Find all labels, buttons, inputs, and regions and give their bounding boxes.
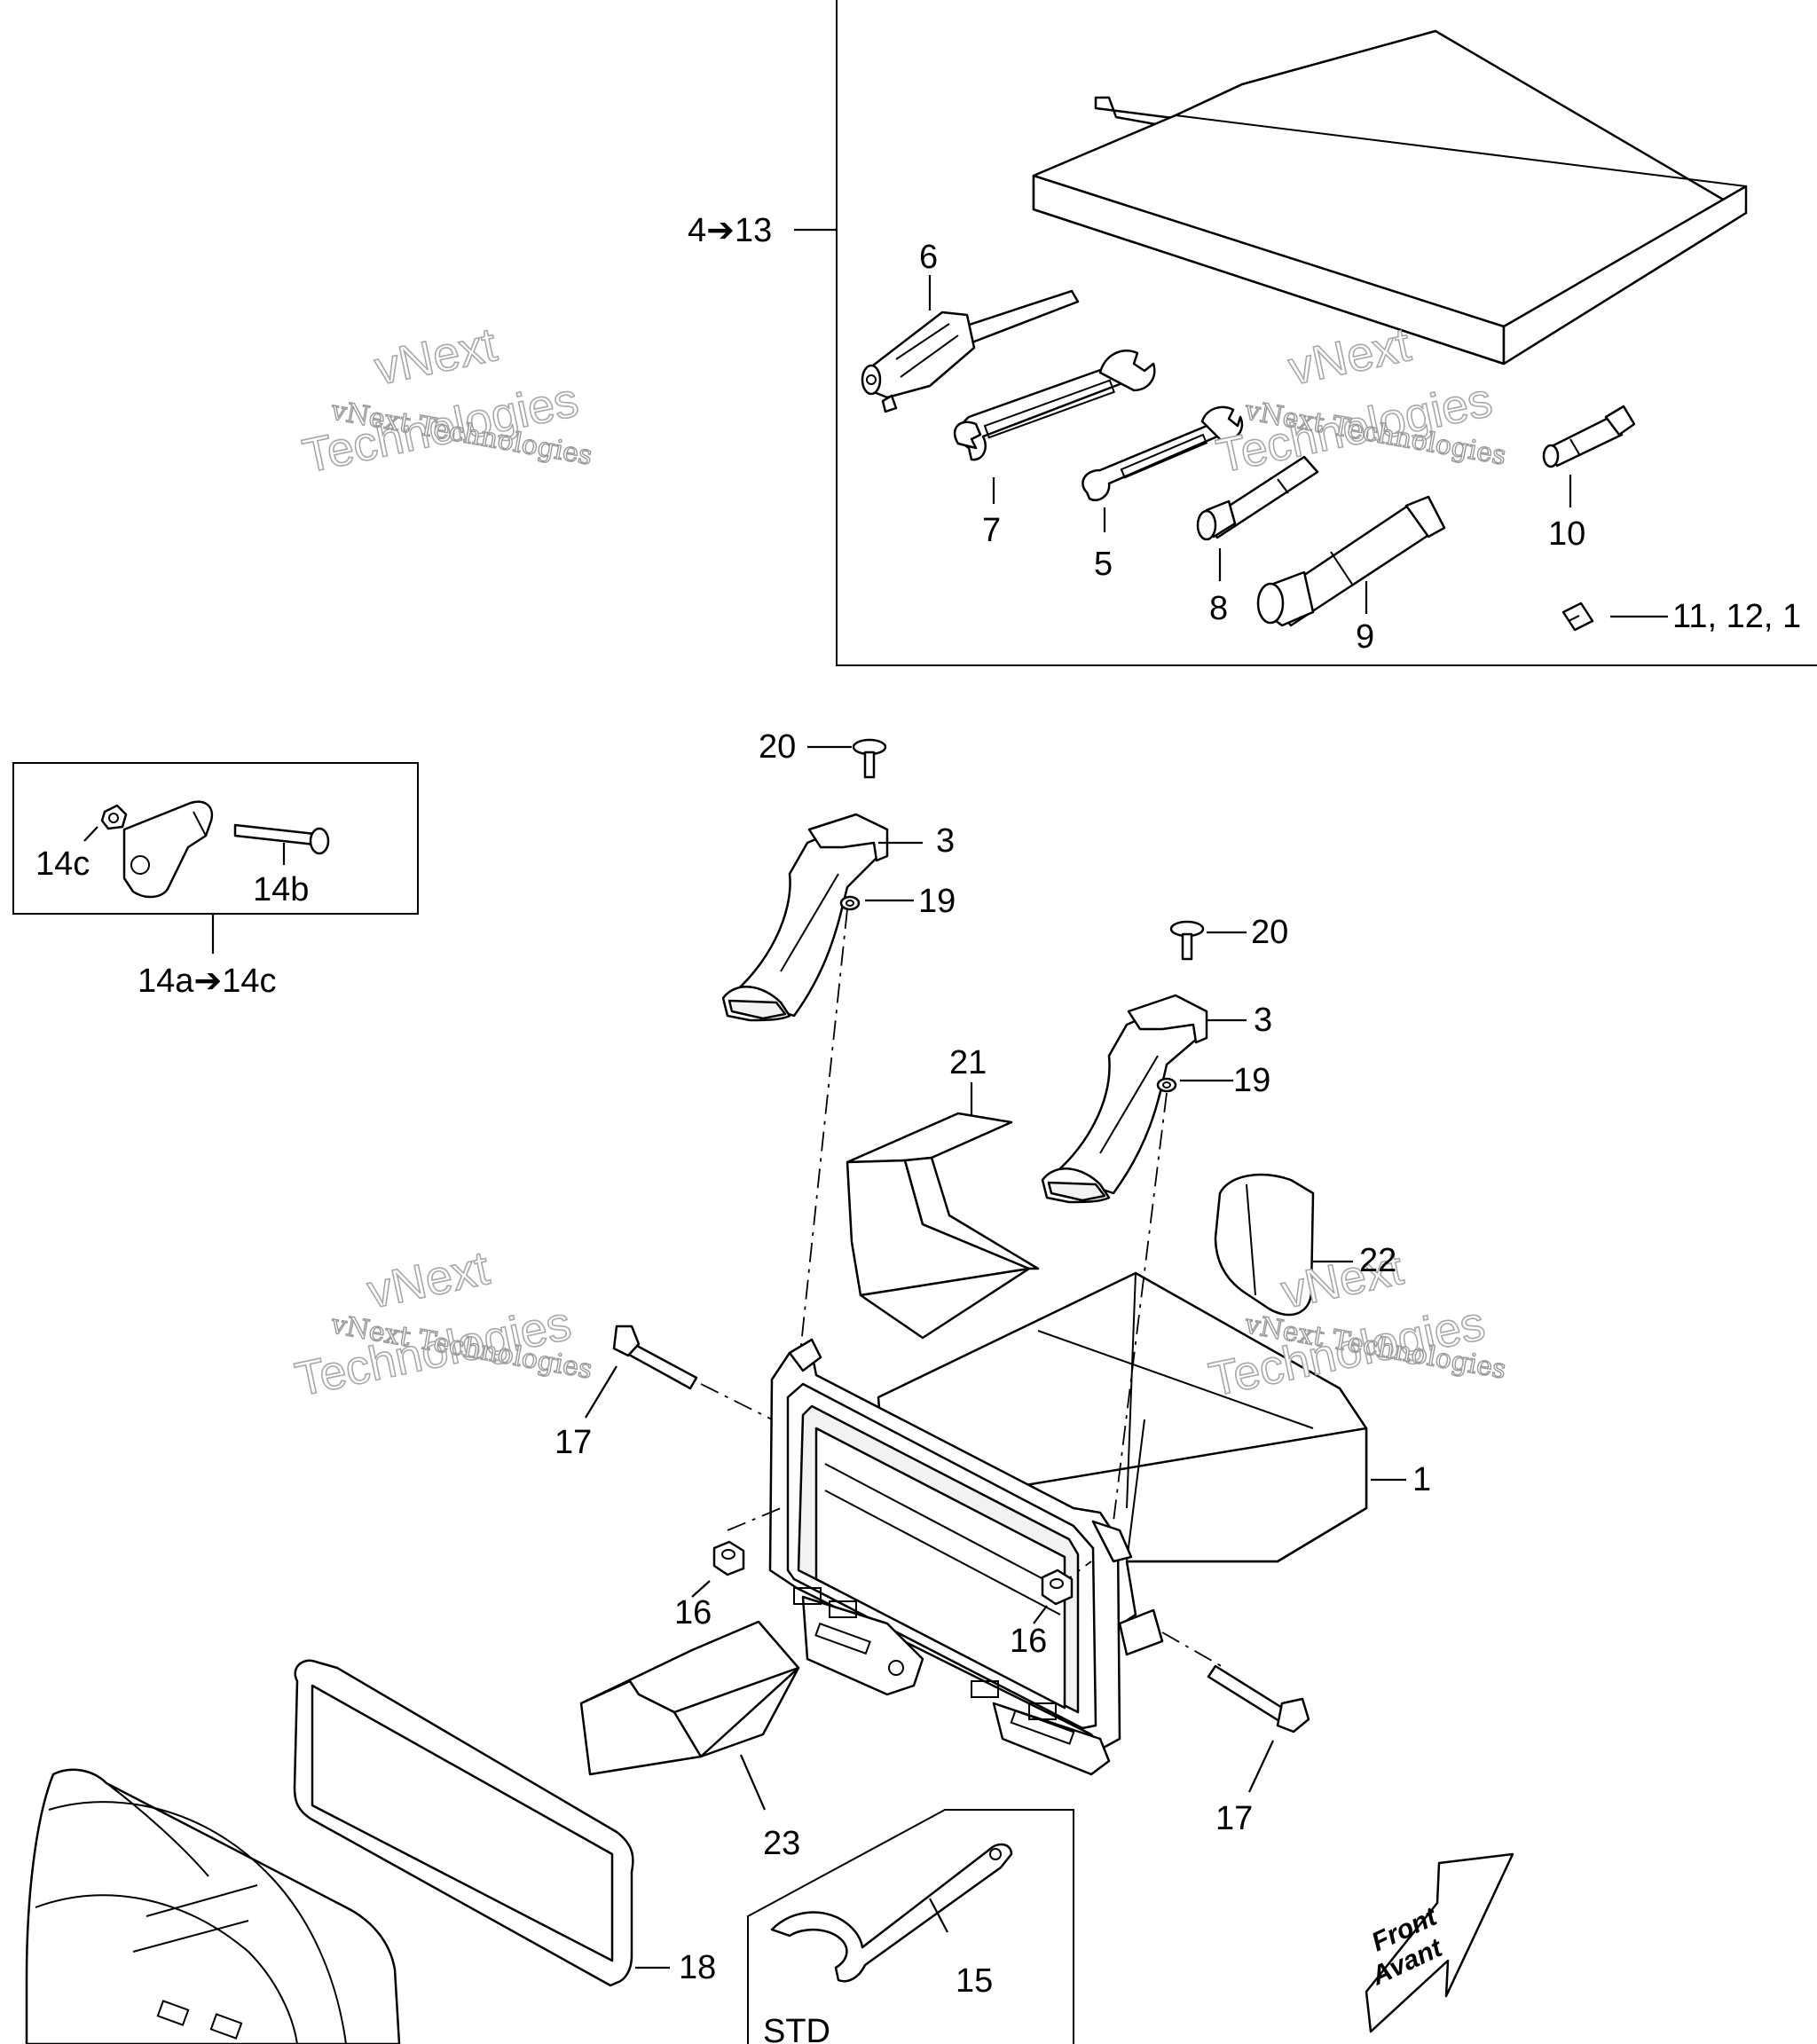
handle-right [1041,994,1208,1204]
callout-9: 9 [1356,618,1374,656]
callout-17-right: 17 [1215,1800,1253,1837]
nut-14c [83,804,128,842]
heat-shield-23 [579,1620,800,1811]
nut-16-right [1033,1568,1074,1624]
wrench-small [1082,405,1243,532]
callout-15: 15 [956,1962,993,2000]
callout-5: 5 [1094,546,1113,583]
bracket-kit-frame [12,762,419,915]
shield-22 [1214,1173,1353,1317]
callout-16-left: 16 [674,1594,712,1631]
callout-8: 8 [1209,590,1228,627]
callout-14c: 14c [35,845,90,883]
callout-3-right: 3 [1254,1002,1272,1039]
bracket-14c [122,800,214,899]
tool-bag [1032,29,1748,366]
callout-18: 18 [679,1949,716,1986]
callout-21: 21 [949,1044,987,1081]
std-frame [747,1809,1074,2044]
callout-22: 22 [1359,1242,1396,1279]
front-direction-arrow: Front Avant [1365,1852,1514,2033]
callout-16-right: 16 [1010,1623,1047,1660]
svg-text:vNext: vNext [370,318,501,395]
callout-3-left: 3 [936,822,955,860]
bolt-17-left [585,1325,698,1419]
spanner-15 [770,1843,1013,1983]
spark-plug-tool [1542,405,1636,507]
callout-20-right: 20 [1251,914,1288,951]
tool-kit-group [794,0,1817,666]
socket-tube-wrench-small [1196,455,1319,581]
std-group [747,1809,1074,2044]
washer-19-left [839,895,914,911]
screwdriver [861,275,1080,413]
storage-bin [768,1271,1406,1776]
bin-cover [25,1768,401,2044]
gasket-18 [293,1659,670,1987]
callout-20-left: 20 [759,728,796,766]
callout-1: 1 [1412,1461,1431,1498]
handle-left [721,813,889,1022]
tool-kit-frame [836,0,1817,666]
nut-16-left [691,1540,745,1598]
callout-std: STD [763,2013,830,2044]
callout-19-left: 19 [918,883,956,920]
bolt-14b [233,823,330,865]
callout-14b: 14b [253,871,309,908]
callout-17-left: 17 [555,1424,592,1461]
bracket-kit-group [12,762,419,954]
wrench-large [953,350,1156,504]
callout-6: 6 [919,239,938,276]
screw-20-right [1169,920,1247,961]
fuse [1561,601,1668,632]
screw-20-left [807,738,887,779]
callout-23: 23 [763,1825,800,1862]
callout-14a-14c: 14a➔14c [138,963,277,1000]
callout-19-right: 19 [1233,1062,1270,1099]
heat-shield-21 [846,1082,1040,1340]
svg-text:vNext: vNext [363,1241,494,1318]
callout-11-12-13: 11, 12, 1 [1672,598,1801,635]
socket-tube-wrench-large [1256,495,1446,627]
bolt-17-right [1207,1664,1310,1793]
callout-7: 7 [982,512,1001,549]
watermark-3: vNext Technologies [290,1240,576,1407]
callout-4-13: 4➔13 [688,212,772,249]
callout-10: 10 [1548,515,1585,553]
washer-19-right [1156,1077,1233,1093]
svg-text:vNext: vNext [1284,318,1415,395]
